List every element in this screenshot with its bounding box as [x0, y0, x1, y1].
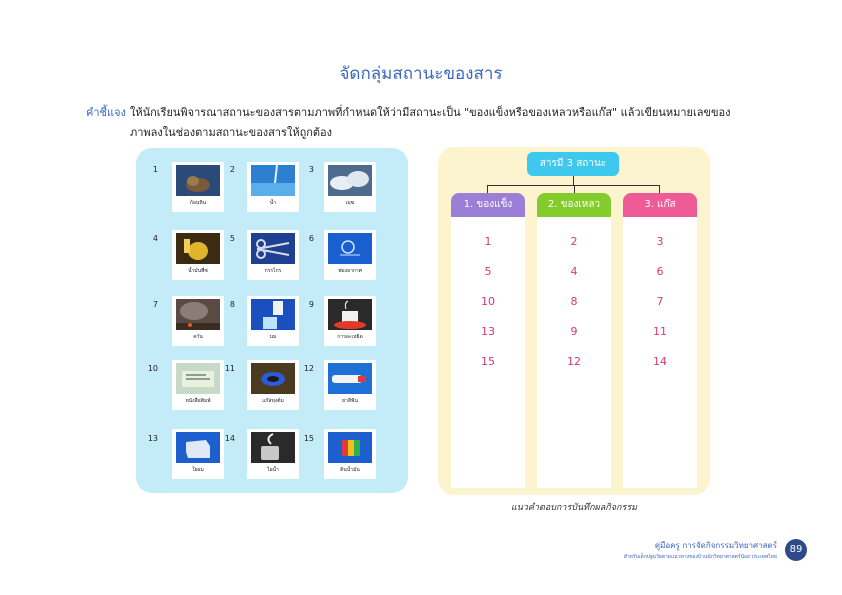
picture-label: กรรไกร	[264, 268, 282, 274]
connector-line	[573, 176, 574, 185]
answer-value: 8	[570, 295, 578, 308]
picture-number: 15	[303, 434, 314, 443]
picture-card: กรรไกร	[247, 230, 299, 280]
instruction-text: ให้นักเรียนพิจารณาสถานะของสารตามภาพที่กำ…	[130, 106, 731, 139]
column-header: 2. ของเหลว	[537, 193, 611, 217]
picture-card: แก๊สหุงต้ม	[247, 360, 299, 410]
picture-number: 7	[152, 300, 158, 309]
clay-photo	[328, 432, 372, 463]
answer-value: 1	[484, 235, 492, 248]
scissors-photo	[251, 233, 295, 264]
picture-label: ยาสีฟัน	[342, 398, 358, 404]
answer-value: 3	[656, 235, 664, 248]
picture-label: ฟองอากาศ	[338, 268, 362, 274]
steam-photo	[251, 432, 295, 463]
picture-label: น้ำมันพืช	[188, 268, 208, 274]
answer-value: 10	[481, 295, 495, 308]
picture-card: น้ำมันพืช	[172, 230, 224, 280]
picture-card: ไอน้ำ	[247, 429, 299, 479]
picture-card: ก้อนหิน	[172, 162, 224, 212]
picture-label: ใยผม	[192, 467, 204, 473]
picture-card: เมฆ	[324, 162, 376, 212]
picture-card: นม	[247, 296, 299, 346]
answer-value: 5	[484, 265, 492, 278]
answer-value: 13	[481, 325, 495, 338]
picture-card: ใยผม	[172, 429, 224, 479]
picture-label: แก๊สหุงต้ม	[262, 398, 284, 404]
picture-number: 2	[229, 165, 235, 174]
picture-label: ไอน้ำ	[267, 467, 279, 473]
column-header: 3. แก๊ส	[623, 193, 697, 217]
picture-card: การละเหยิด	[324, 296, 376, 346]
picture-number: 10	[147, 364, 158, 373]
answer-value: 12	[567, 355, 581, 368]
footer-subtitle: สำหรับเด็กปฐมวัยตามแนวทางของบ้านนักวิทยา…	[623, 554, 777, 560]
classification-diagram: สารมี 3 สถานะ 1. ของแข็ง 1 5 10 13 15 2.…	[438, 147, 710, 495]
picture-number: 14	[224, 434, 235, 443]
picture-number: 3	[308, 165, 314, 174]
gas-column: 3. แก๊ส 3 6 7 11 14	[623, 193, 697, 488]
answer-value: 6	[656, 265, 664, 278]
diagram-caption: แนวคำตอบการบันทึกผลกิจกรรม	[510, 503, 638, 513]
answer-value: 9	[570, 325, 578, 338]
picture-label: หนังสือพิมพ์	[185, 398, 211, 404]
connector-line	[487, 185, 660, 186]
picture-number: 9	[308, 300, 314, 309]
picture-number: 5	[229, 234, 235, 243]
answer-value: 11	[653, 325, 667, 338]
milk-photo	[251, 299, 295, 330]
footer-title: คู่มือครู การจัดกิจกรรมวิทยาศาสตร์	[654, 541, 777, 550]
answer-value: 2	[570, 235, 578, 248]
instruction-label: คำชี้แจง	[86, 106, 126, 119]
smoke-photo	[176, 299, 220, 330]
picture-label: เมฆ	[345, 200, 355, 206]
picture-card: หนังสือพิมพ์	[172, 360, 224, 410]
rock-photo	[176, 165, 220, 196]
picture-label: ดินน้ำมัน	[340, 467, 360, 473]
picture-panel: 1 ก้อนหิน 2 น้ำ 3 เมฆ 4 น้ำมันพืช 5 กรรไ…	[136, 148, 408, 493]
newspaper-photo	[176, 363, 220, 394]
connector-line	[574, 185, 575, 193]
picture-card: ควัน	[172, 296, 224, 346]
cloud-photo	[328, 165, 372, 196]
toothpaste-photo	[328, 363, 372, 394]
picture-card: ดินน้ำมัน	[324, 429, 376, 479]
solid-column: 1. ของแข็ง 1 5 10 13 15	[451, 193, 525, 488]
picture-label: ควัน	[193, 334, 203, 340]
oil-photo	[176, 233, 220, 264]
page-title: จัดกลุ่มสถานะของสาร	[339, 64, 503, 84]
picture-card: น้ำ	[247, 162, 299, 212]
connector-line	[487, 185, 488, 193]
bubble-photo	[328, 233, 372, 264]
tissue-box-photo	[176, 432, 220, 463]
picture-label: น้ำ	[269, 200, 277, 206]
picture-card: ยาสีฟัน	[324, 360, 376, 410]
answer-value: 15	[481, 355, 495, 368]
vapor-photo	[328, 299, 372, 330]
picture-number: 11	[224, 364, 235, 373]
liquid-column: 2. ของเหลว 2 4 8 9 12	[537, 193, 611, 488]
picture-number: 4	[152, 234, 158, 243]
picture-number: 8	[229, 300, 235, 309]
picture-label: การละเหยิด	[337, 334, 363, 340]
picture-label: ก้อนหิน	[189, 200, 207, 206]
gas-stove-photo	[251, 363, 295, 394]
picture-number: 1	[152, 165, 158, 174]
page-number: 89	[785, 539, 807, 561]
answer-value: 14	[653, 355, 667, 368]
picture-label: นม	[269, 334, 277, 340]
root-node: สารมี 3 สถานะ	[527, 152, 619, 176]
water-photo	[251, 165, 295, 196]
picture-number: 13	[147, 434, 158, 443]
picture-card: ฟองอากาศ	[324, 230, 376, 280]
connector-line	[659, 185, 660, 193]
picture-number: 6	[308, 234, 314, 243]
answer-value: 4	[570, 265, 578, 278]
picture-number: 12	[303, 364, 314, 373]
column-header: 1. ของแข็ง	[451, 193, 525, 217]
answer-value: 7	[656, 295, 664, 308]
